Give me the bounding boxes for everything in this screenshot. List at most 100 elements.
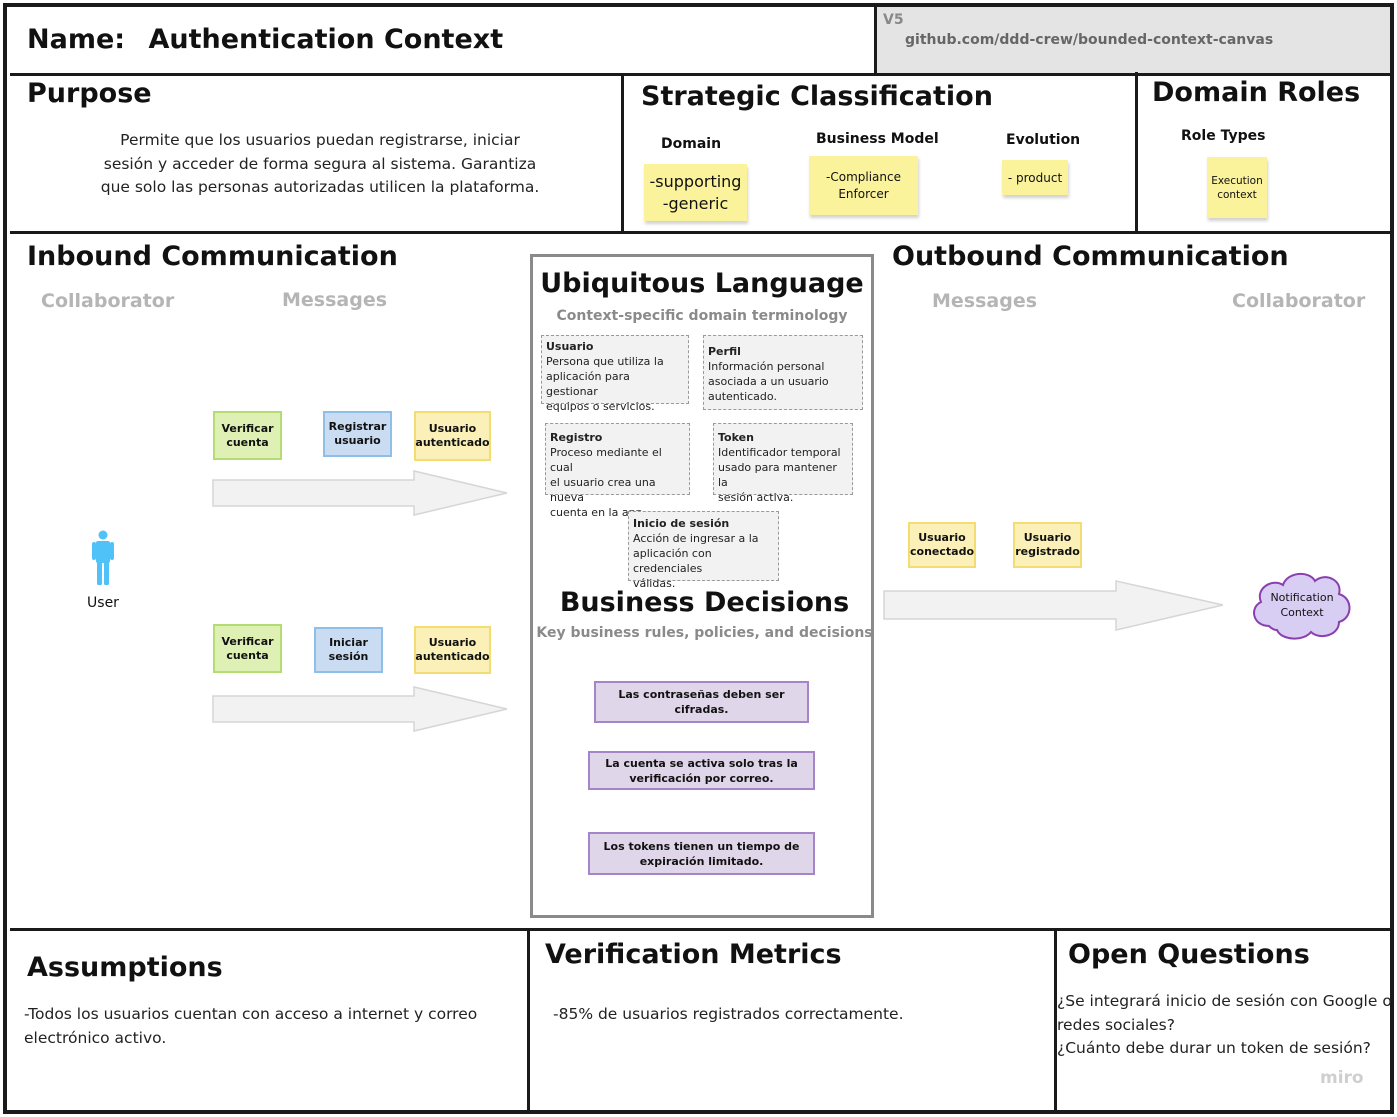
role-value: Execution bbox=[1211, 174, 1263, 187]
term-card: Inicio de sesión Acción de ingresar a la… bbox=[628, 511, 779, 590]
business-rule: Los tokens tienen un tiempo de expiració… bbox=[588, 832, 815, 875]
term-card: Registro Proceso mediante el cual el usu… bbox=[545, 423, 690, 519]
domain-roles-title: Domain Roles bbox=[1152, 77, 1361, 108]
evolution-value: - product bbox=[1007, 170, 1063, 185]
message-line: conectado bbox=[910, 545, 975, 558]
business-model-value: Enforcer bbox=[838, 186, 889, 201]
term-line: Acción de ingresar a la bbox=[633, 532, 759, 545]
message-sticky: Verificar cuenta bbox=[213, 411, 282, 460]
message-line: autenticado bbox=[415, 650, 490, 663]
assumptions-text: -Todos los usuarios cuentan con acceso a… bbox=[24, 1003, 524, 1050]
term-name: Usuario bbox=[546, 340, 594, 353]
assumptions-title: Assumptions bbox=[27, 952, 223, 983]
open-questions-text: ¿Se integrará inicio de sesión con Googl… bbox=[1057, 990, 1392, 1061]
purpose-line: Permite que los usuarios puedan registra… bbox=[120, 131, 520, 149]
message-line: Iniciar bbox=[329, 636, 368, 649]
name-label: Name: bbox=[27, 24, 126, 55]
verification-text: -85% de usuarios registrados correctamen… bbox=[553, 1005, 904, 1023]
term-name: Perfil bbox=[708, 345, 741, 358]
question-line: redes sociales? bbox=[1057, 1015, 1175, 1034]
ubiquitous-subtitle: Context-specific domain terminology bbox=[556, 308, 848, 324]
source-label: github.com/ddd-crew/bounded-context-canv… bbox=[905, 32, 1274, 48]
business-model-sticky: -Compliance Enforcer bbox=[809, 156, 918, 215]
divider bbox=[10, 231, 1394, 234]
evolution-label: Evolution bbox=[1006, 132, 1081, 148]
rule-line: verificación por correo. bbox=[629, 771, 774, 785]
term-card: Token Identificador temporal usado para … bbox=[713, 423, 853, 504]
term-name: Registro bbox=[550, 431, 603, 444]
purpose-title: Purpose bbox=[27, 78, 152, 109]
assumption-line: -Todos los usuarios cuentan con acceso a… bbox=[24, 1005, 478, 1023]
message-line: cuenta bbox=[226, 435, 269, 449]
term-line: asociada a un usuario bbox=[708, 375, 829, 388]
collaborator-line: Context bbox=[1280, 606, 1324, 619]
outbound-arrow bbox=[883, 580, 1224, 631]
cloud-icon bbox=[1253, 573, 1351, 640]
message-sticky: Iniciar sesión bbox=[314, 627, 383, 673]
divider bbox=[621, 75, 624, 233]
term-line: cuenta en la app. bbox=[550, 506, 647, 519]
message-line: Usuario bbox=[918, 531, 966, 544]
notification-context-label: Notification Context bbox=[1252, 590, 1352, 620]
inbound-title: Inbound Communication bbox=[27, 241, 398, 272]
term-line: autenticado. bbox=[708, 390, 777, 403]
role-sticky: Execution context bbox=[1207, 157, 1267, 218]
term-line: Proceso mediante el cual bbox=[550, 446, 662, 474]
domain-sticky: -supporting -generic bbox=[644, 164, 747, 221]
inbound-collaborator-label: Collaborator bbox=[41, 290, 175, 312]
term-card: Perfil Información personal asociada a u… bbox=[703, 335, 863, 410]
business-decisions-subtitle: Key business rules, policies, and decisi… bbox=[536, 625, 873, 641]
purpose-text: Permite que los usuarios puedan registra… bbox=[60, 129, 580, 200]
message-sticky: Usuario conectado bbox=[908, 522, 976, 568]
domain-label: Domain bbox=[661, 136, 722, 152]
divider bbox=[527, 930, 530, 1114]
context-name: Authentication Context bbox=[148, 24, 504, 55]
divider bbox=[1054, 930, 1057, 1114]
term-card: Usuario Persona que utiliza la aplicació… bbox=[541, 335, 689, 413]
term-line: aplicación con credenciales bbox=[633, 547, 712, 575]
term-name: Inicio de sesión bbox=[633, 517, 730, 530]
message-sticky: Registrar usuario bbox=[323, 411, 392, 457]
message-line: Registrar bbox=[328, 420, 387, 433]
term-line: Identificador temporal bbox=[718, 446, 841, 459]
inbound-arrow bbox=[212, 686, 508, 732]
domain-value: -generic bbox=[662, 193, 729, 213]
question-line: ¿Cuánto debe durar un token de sesión? bbox=[1057, 1039, 1371, 1057]
ubiquitous-language-box bbox=[530, 254, 874, 918]
message-sticky: Usuario autenticado bbox=[414, 411, 491, 461]
message-line: autenticado bbox=[415, 436, 490, 449]
message-line: Verificar bbox=[221, 421, 274, 435]
divider bbox=[10, 928, 1394, 931]
role-value: context bbox=[1217, 188, 1257, 201]
message-line: cuenta bbox=[226, 648, 269, 662]
business-model-label: Business Model bbox=[816, 131, 939, 147]
term-line: usado para mantener la bbox=[718, 461, 837, 489]
message-line: Usuario bbox=[1023, 531, 1072, 544]
message-line: Usuario bbox=[428, 422, 477, 435]
strategic-title: Strategic Classification bbox=[641, 81, 993, 112]
rule-line: expiración limitado. bbox=[639, 854, 764, 868]
term-name: Token bbox=[718, 431, 754, 444]
term-line: sesión activa. bbox=[718, 491, 794, 504]
divider bbox=[10, 73, 1394, 76]
message-line: Usuario bbox=[428, 636, 477, 649]
outbound-collaborator-label: Collaborator bbox=[1232, 290, 1366, 312]
assumption-line: electrónico activo. bbox=[24, 1028, 167, 1047]
role-types-label: Role Types bbox=[1181, 128, 1266, 144]
outbound-messages-label: Messages bbox=[932, 290, 1038, 312]
message-line: usuario bbox=[334, 434, 381, 447]
term-line: el usuario crea una nueva bbox=[550, 476, 656, 504]
verification-title: Verification Metrics bbox=[545, 939, 842, 970]
collaborator-line: Notification bbox=[1270, 591, 1334, 604]
user-icon bbox=[92, 530, 114, 585]
open-questions-title: Open Questions bbox=[1068, 939, 1310, 970]
business-model-value: -Compliance bbox=[826, 169, 901, 184]
business-decisions-title: Business Decisions bbox=[559, 587, 850, 618]
message-sticky: Usuario registrado bbox=[1013, 522, 1082, 568]
version-box: V5 github.com/ddd-crew/bounded-context-c… bbox=[874, 7, 1390, 73]
inbound-arrow bbox=[212, 470, 508, 516]
evolution-sticky: - product bbox=[1002, 160, 1068, 195]
ubiquitous-title: Ubiquitous Language bbox=[540, 268, 864, 299]
term-line: equipos o servicios. bbox=[546, 400, 655, 413]
purpose-line: sesión y acceder de forma segura al sist… bbox=[103, 154, 537, 173]
